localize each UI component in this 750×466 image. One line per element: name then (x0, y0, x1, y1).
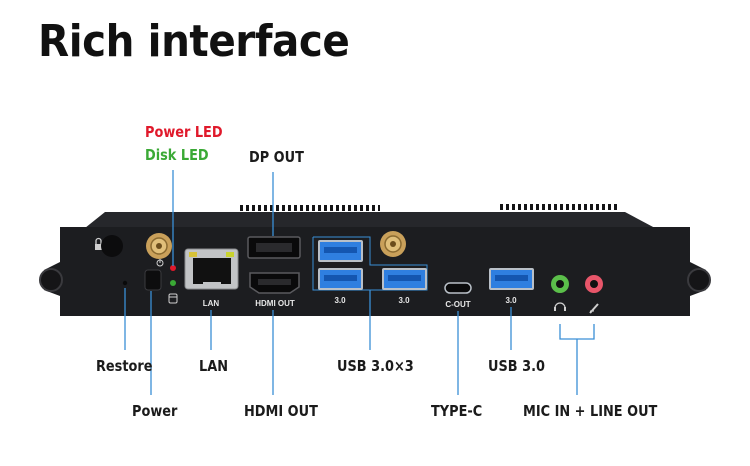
power-led-label: Power LED (145, 123, 223, 141)
typec-marking: C-OUT (445, 300, 470, 309)
chassis-front-panel (44, 227, 706, 316)
headphone-icon (554, 302, 566, 311)
power-label: Power (132, 402, 178, 420)
usb-port-bottom-left (318, 268, 363, 290)
usb-port-right (489, 268, 534, 290)
callout-bracket-audio (559, 324, 595, 340)
dp-out-label: DP OUT (249, 148, 304, 166)
type-c-label: TYPE-C (431, 402, 483, 420)
lan-port-marking: LAN (203, 299, 220, 308)
hdmi-port (249, 272, 300, 294)
restore-label: Restore (96, 357, 153, 375)
usb-right-marking: 3.0 (505, 296, 517, 305)
vent-grille (240, 204, 620, 211)
disk-led (170, 280, 176, 286)
thumb-screw-right (687, 268, 711, 292)
callout-lines (124, 170, 595, 395)
power-icon (156, 259, 164, 267)
line-out-jack (585, 275, 603, 293)
thumb-screw-left (39, 268, 63, 292)
microphone-icon (589, 303, 599, 314)
usb-3-label: USB 3.0 (488, 357, 545, 375)
antenna-connector-left (146, 233, 172, 259)
usb-3x3-label: USB 3.0×3 (337, 357, 414, 375)
chassis-top (85, 212, 655, 228)
mic-line-label: MIC IN + LINE OUT (523, 402, 658, 420)
power-button (144, 269, 162, 291)
hdmi-out-label: HDMI OUT (244, 402, 318, 420)
mic-in-jack (551, 275, 569, 293)
usb-port-top-left (318, 240, 363, 262)
lan-label: LAN (199, 357, 229, 375)
disk-led-label: Disk LED (145, 146, 209, 164)
hdmi-port-marking: HDMI OUT (255, 299, 295, 308)
restore-pinhole (122, 280, 128, 286)
lan-port (184, 248, 239, 290)
power-led (170, 265, 176, 271)
antenna-connector-right (380, 231, 406, 257)
dp-port (247, 236, 301, 259)
usb-port-middle (382, 268, 427, 290)
usb-left-a-marking: 3.0 (334, 296, 346, 305)
lock-slot (101, 235, 123, 257)
typec-port (444, 282, 472, 294)
disk-icon (168, 293, 178, 304)
kensington-lock-icon (95, 237, 102, 250)
usb-left-b-marking: 3.0 (398, 296, 410, 305)
usb-group-outline (312, 236, 428, 291)
page-title: Rich interface (38, 16, 350, 67)
